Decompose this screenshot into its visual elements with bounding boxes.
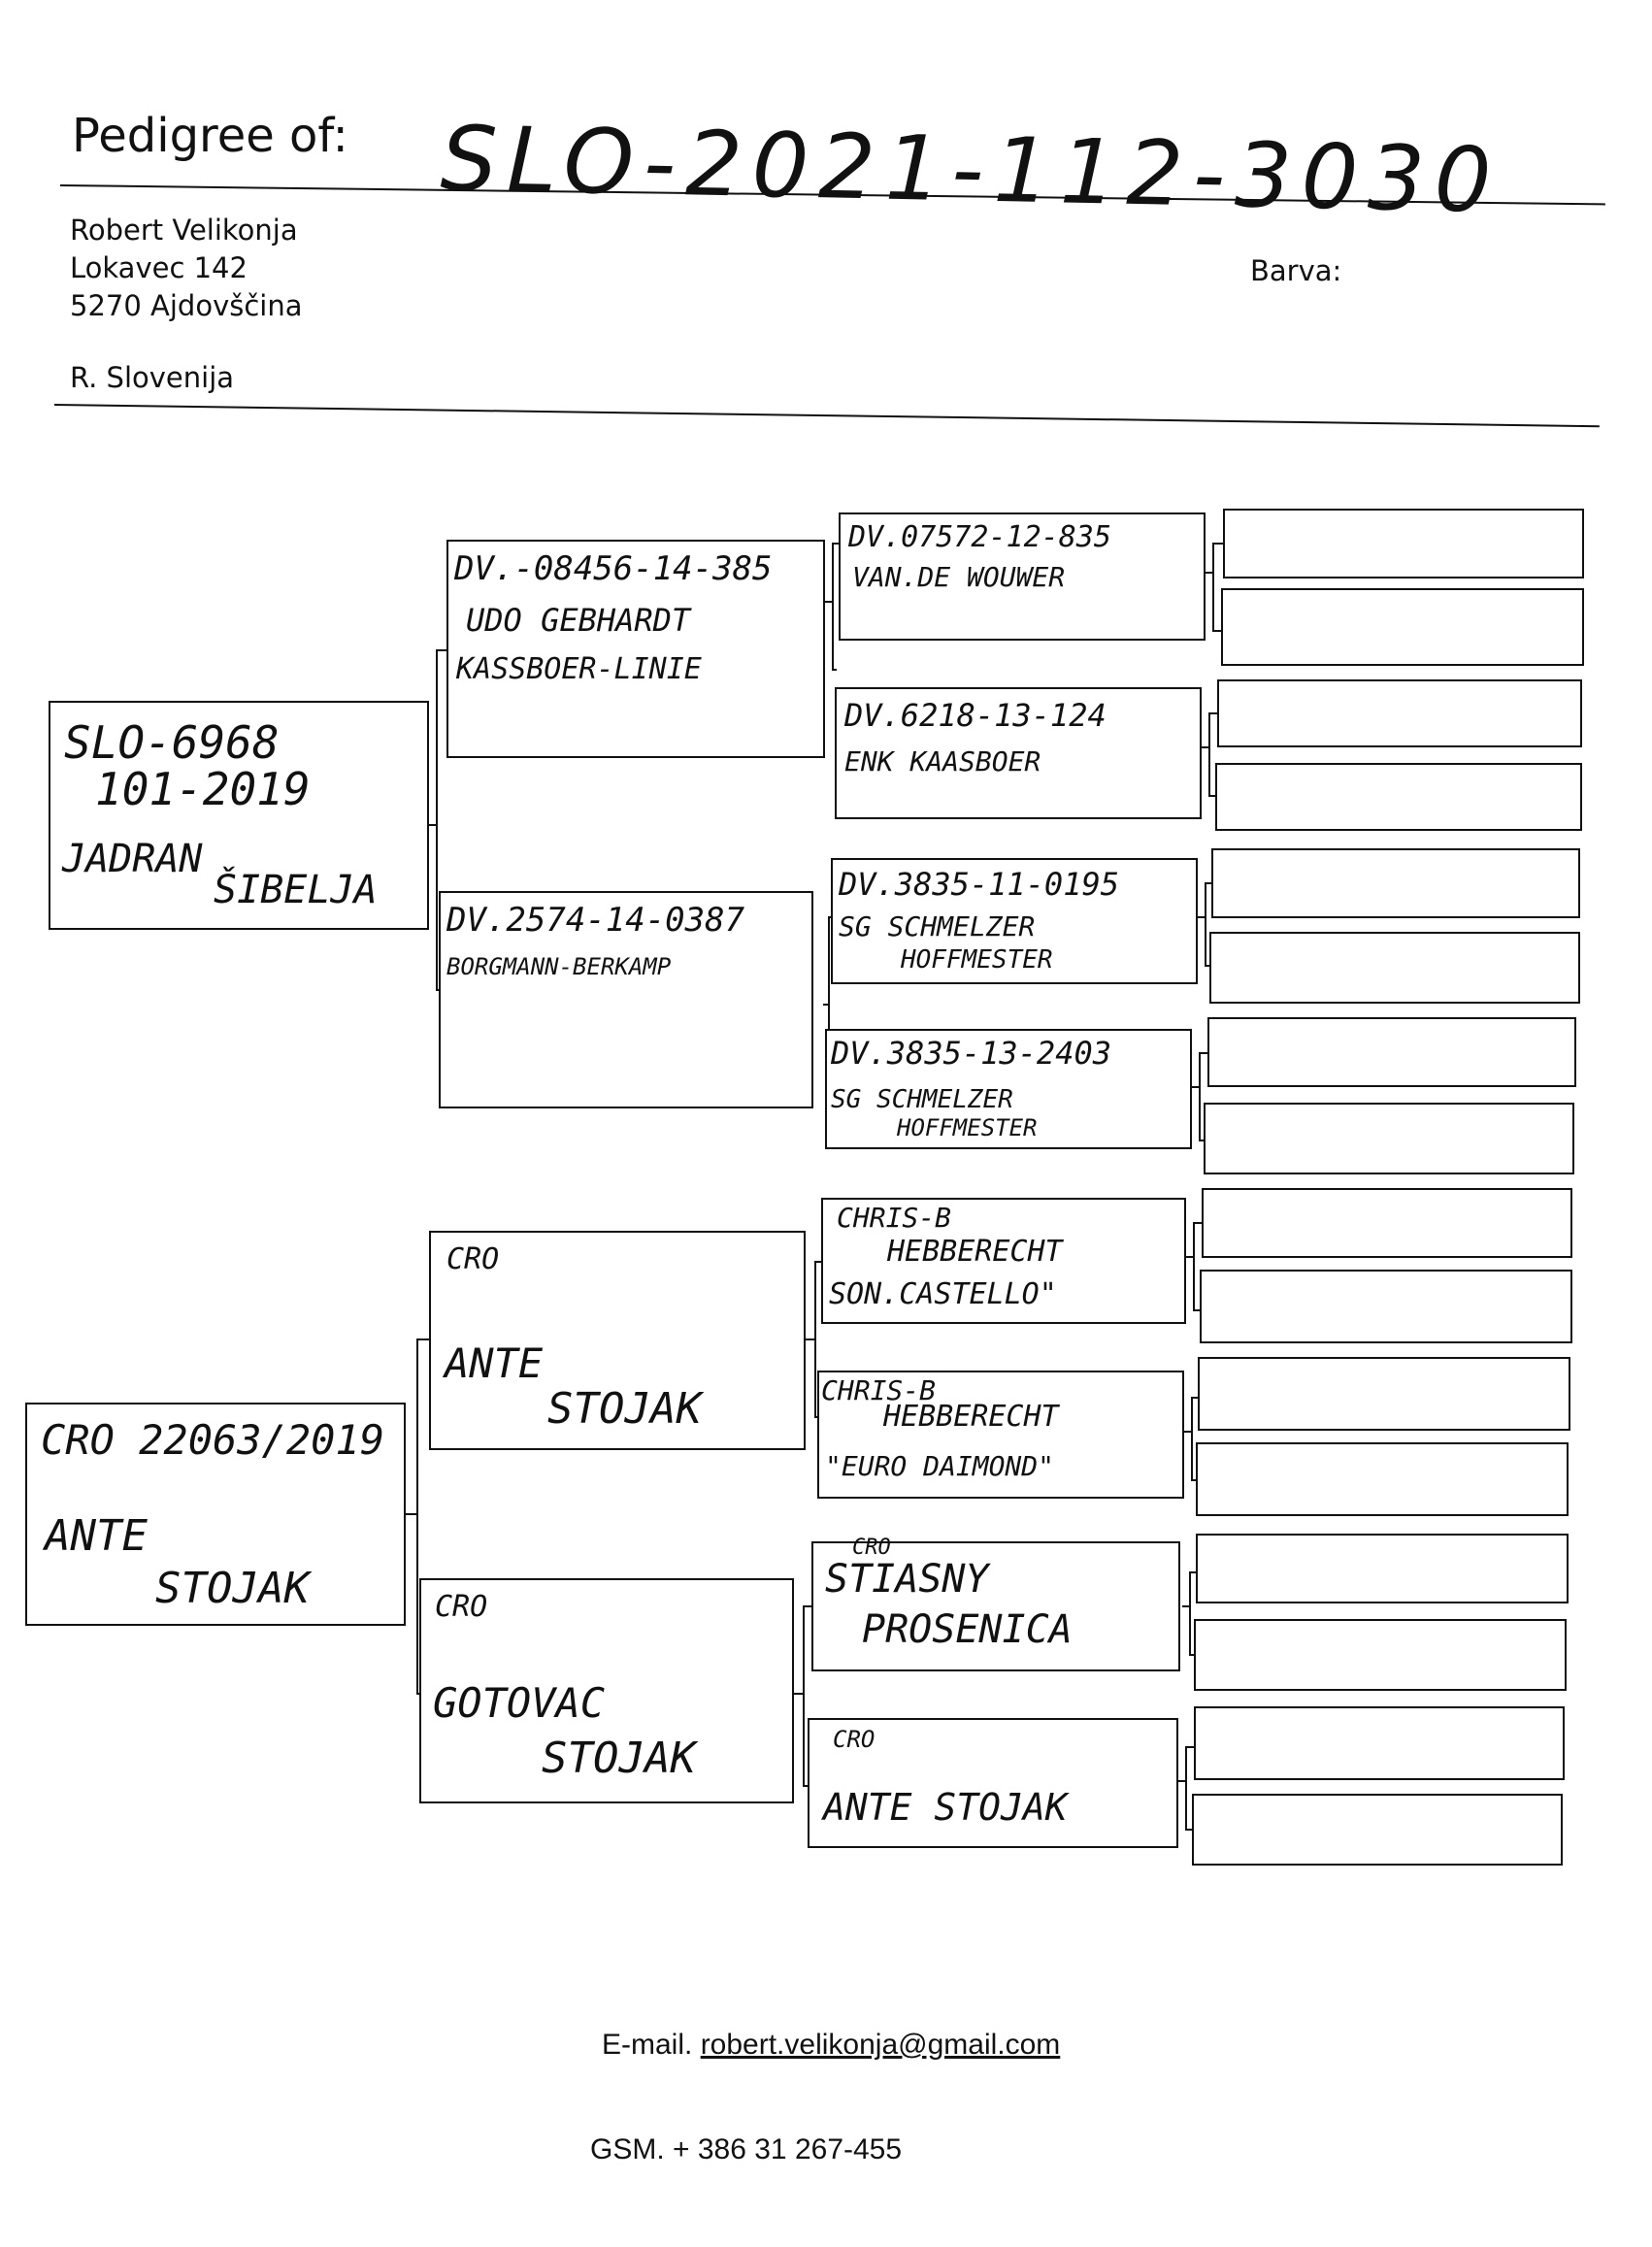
sire-name-2: ŠIBELJA [214, 868, 378, 912]
grandparent-box-dd: CRO GOTOVAC STOJAK [419, 1578, 794, 1803]
parent-box-sire: SLO-6968 101-2019 JADRAN ŠIBELJA [49, 701, 429, 930]
gggp-box-1 [1223, 509, 1584, 578]
ggp-dds-line-3: PROSENICA [862, 1607, 1073, 1652]
ggp-dss-line-3: SON.CASTELLO" [829, 1277, 1057, 1311]
ggp-ssd-ring: DV.6218-13-124 [844, 697, 1107, 734]
gggp-box-4 [1215, 763, 1582, 831]
gp-ds-line-2: ANTE [445, 1339, 544, 1387]
email-label: E-mail. [602, 2029, 693, 2061]
ggp-sdd-line-3: HOFFMESTER [897, 1114, 1038, 1141]
gggp-box-12 [1196, 1442, 1569, 1516]
gggp-box-14 [1194, 1619, 1567, 1691]
grandparent-box-ds: CRO ANTE STOJAK [429, 1231, 806, 1450]
dam-ring: CRO 22063/2019 [41, 1416, 385, 1464]
sire-name-1: JADRAN [62, 837, 203, 881]
gp-ds-line-3: STOJAK [547, 1384, 702, 1434]
gp-ds-country: CRO [446, 1242, 500, 1276]
gp-sd-line-2: BORGMANN-BERKAMP [446, 953, 672, 980]
ggp-box-ssd: DV.6218-13-124 ENK KAASBOER [835, 687, 1202, 819]
gggp-box-8 [1204, 1103, 1574, 1174]
ggp-ssd-line-2: ENK KAASBOER [844, 745, 1041, 777]
sire-ring: SLO-6968 [64, 716, 280, 769]
ggp-dss-line-2: HEBBERECHT [887, 1235, 1063, 1269]
gp-ss-ring: DV.-08456-14-385 [454, 549, 773, 588]
gggp-box-2 [1221, 588, 1584, 666]
parent-box-dam: CRO 22063/2019 ANTE STOJAK [25, 1403, 406, 1626]
gggp-box-7 [1207, 1017, 1576, 1087]
gggp-box-6 [1209, 932, 1580, 1004]
owner-address: Robert Velikonja Lokavec 142 5270 Ajdovš… [70, 212, 303, 325]
gp-sd-ring: DV.2574-14-0387 [446, 901, 745, 940]
owner-name: Robert Velikonja [70, 214, 298, 247]
ggp-dss-line-1: CHRIS-B [837, 1202, 952, 1234]
grandparent-box-ss: DV.-08456-14-385 UDO GEBHARDT KASSBOER-L… [446, 540, 825, 758]
gp-dd-country: CRO [435, 1590, 488, 1624]
gp-ss-line-2: UDO GEBHARDT [466, 602, 691, 639]
ggp-dds-country: CRO [852, 1536, 891, 1560]
ggp-ddd-line-2: ANTE STOJAK [823, 1786, 1068, 1829]
footer-email: E-mail. robert.velikonja@gmail.com [602, 2029, 1060, 2062]
dam-name-2: STOJAK [155, 1564, 310, 1613]
pedigree-label: Pedigree of: [72, 109, 348, 163]
gggp-box-5 [1211, 848, 1580, 918]
gggp-box-16 [1192, 1794, 1563, 1866]
ggp-dsd-line-1: CHRIS-B [821, 1374, 937, 1406]
gggp-box-15 [1194, 1706, 1565, 1780]
gggp-box-9 [1202, 1188, 1572, 1258]
ggp-sds-line-2: SG SCHMELZER [839, 910, 1036, 942]
ggp-box-sdd: DV.3835-13-2403 SG SCHMELZER HOFFMESTER [825, 1029, 1192, 1149]
gggp-box-13 [1196, 1534, 1569, 1603]
grandparent-box-sd: DV.2574-14-0387 BORGMANN-BERKAMP [439, 891, 813, 1108]
ggp-box-dsd: CHRIS-B HEBBERECHT "EURO DAIMOND" [817, 1371, 1184, 1499]
ggp-dsd-line-3: "EURO DAIMOND" [825, 1450, 1055, 1482]
ggp-sds-ring: DV.3835-11-0195 [839, 866, 1119, 903]
sire-ring-year: 101-2019 [95, 763, 311, 815]
gggp-box-11 [1198, 1357, 1570, 1431]
ggp-sss-ring: DV.07572-12-835 [848, 520, 1111, 554]
gggp-box-10 [1200, 1270, 1572, 1343]
footer-gsm: GSM. + 386 31 267-455 [590, 2133, 903, 2165]
dam-name-1: ANTE [45, 1511, 148, 1561]
gp-dd-line-2: GOTOVAC [433, 1679, 606, 1727]
ggp-box-ddd: CRO ANTE STOJAK [808, 1718, 1178, 1848]
barva-label: Barva: [1250, 254, 1342, 287]
email-link[interactable]: robert.velikonja@gmail.com [700, 2029, 1061, 2061]
ggp-dsd-line-2: HEBBERECHT [883, 1400, 1059, 1434]
ggp-sdd-ring: DV.3835-13-2403 [831, 1035, 1111, 1072]
owner-country: R. Slovenija [70, 361, 235, 394]
ggp-sds-line-3: HOFFMESTER [901, 945, 1053, 975]
ggp-box-dss: CHRIS-B HEBBERECHT SON.CASTELLO" [821, 1198, 1186, 1324]
gggp-box-3 [1217, 679, 1582, 747]
ggp-ddd-country: CRO [833, 1726, 876, 1753]
ggp-box-sds: DV.3835-11-0195 SG SCHMELZER HOFFMESTER [831, 858, 1198, 984]
gp-ss-line-3: KASSBOER-LINIE [456, 652, 702, 686]
ggp-sdd-line-2: SG SCHMELZER [831, 1085, 1013, 1114]
ggp-sss-line-2: VAN.DE WOUWER [852, 561, 1066, 593]
ggp-dds-line-2: STIASNY [825, 1557, 989, 1602]
gp-dd-line-3: STOJAK [542, 1734, 696, 1783]
owner-city: 5270 Ajdovščina [70, 289, 303, 322]
ggp-box-sss: DV.07572-12-835 VAN.DE WOUWER [839, 512, 1206, 641]
ggp-box-dds: CRO STIASNY PROSENICA [811, 1536, 1180, 1671]
owner-street: Lokavec 142 [70, 251, 248, 284]
